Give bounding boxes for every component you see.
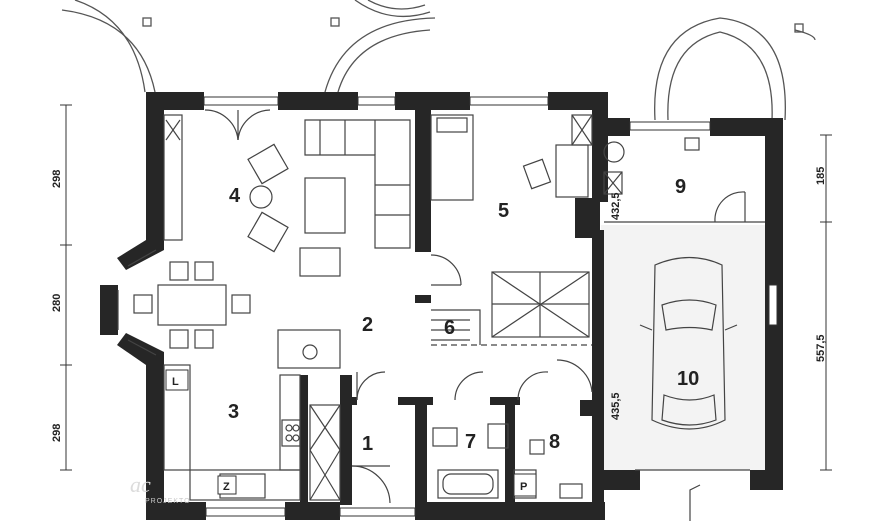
room-10-label: 10 <box>677 368 699 390</box>
room-5-label: 5 <box>498 200 509 222</box>
dim-left-middle: 280 <box>51 294 63 312</box>
cabinet-z-label: Z <box>223 481 230 493</box>
room-3-label: 3 <box>228 401 239 423</box>
cabinet-l-label: L <box>172 376 179 388</box>
dim-right-bottom: 557,5 <box>815 334 827 362</box>
dim-garage-wall-upper: 432,5 <box>610 192 622 220</box>
dimension-labels: 298 280 298 185 557,5 435,5 432,5 <box>51 167 827 442</box>
watermark: ac PROJEKTO <box>130 472 191 505</box>
room-4-label: 4 <box>229 185 241 207</box>
interior-lines <box>117 109 765 521</box>
dim-left-bottom: 298 <box>51 424 63 442</box>
room-7-label: 7 <box>465 431 476 453</box>
room-6-label: 6 <box>444 317 455 339</box>
dim-right-top: 185 <box>815 167 827 185</box>
watermark-logo: ac <box>130 472 151 497</box>
watermark-text: PROJEKTO <box>145 498 191 505</box>
dim-garage-wall-lower: 435,5 <box>610 392 622 420</box>
garden-arcs <box>61 0 816 121</box>
room-9-label: 9 <box>675 176 686 198</box>
fixture-labels: L Z P <box>165 369 537 497</box>
garage-floor <box>601 225 766 470</box>
windows <box>203 96 778 517</box>
room-8-label: 8 <box>549 431 560 453</box>
room-1-label: 1 <box>362 433 373 455</box>
dim-left-top: 298 <box>51 170 63 188</box>
room-2-label: 2 <box>362 314 373 336</box>
cabinet-p-label: P <box>520 481 527 493</box>
room-labels: 1 2 3 4 5 6 7 8 9 10 <box>228 176 699 455</box>
dimension-lines <box>60 104 832 471</box>
